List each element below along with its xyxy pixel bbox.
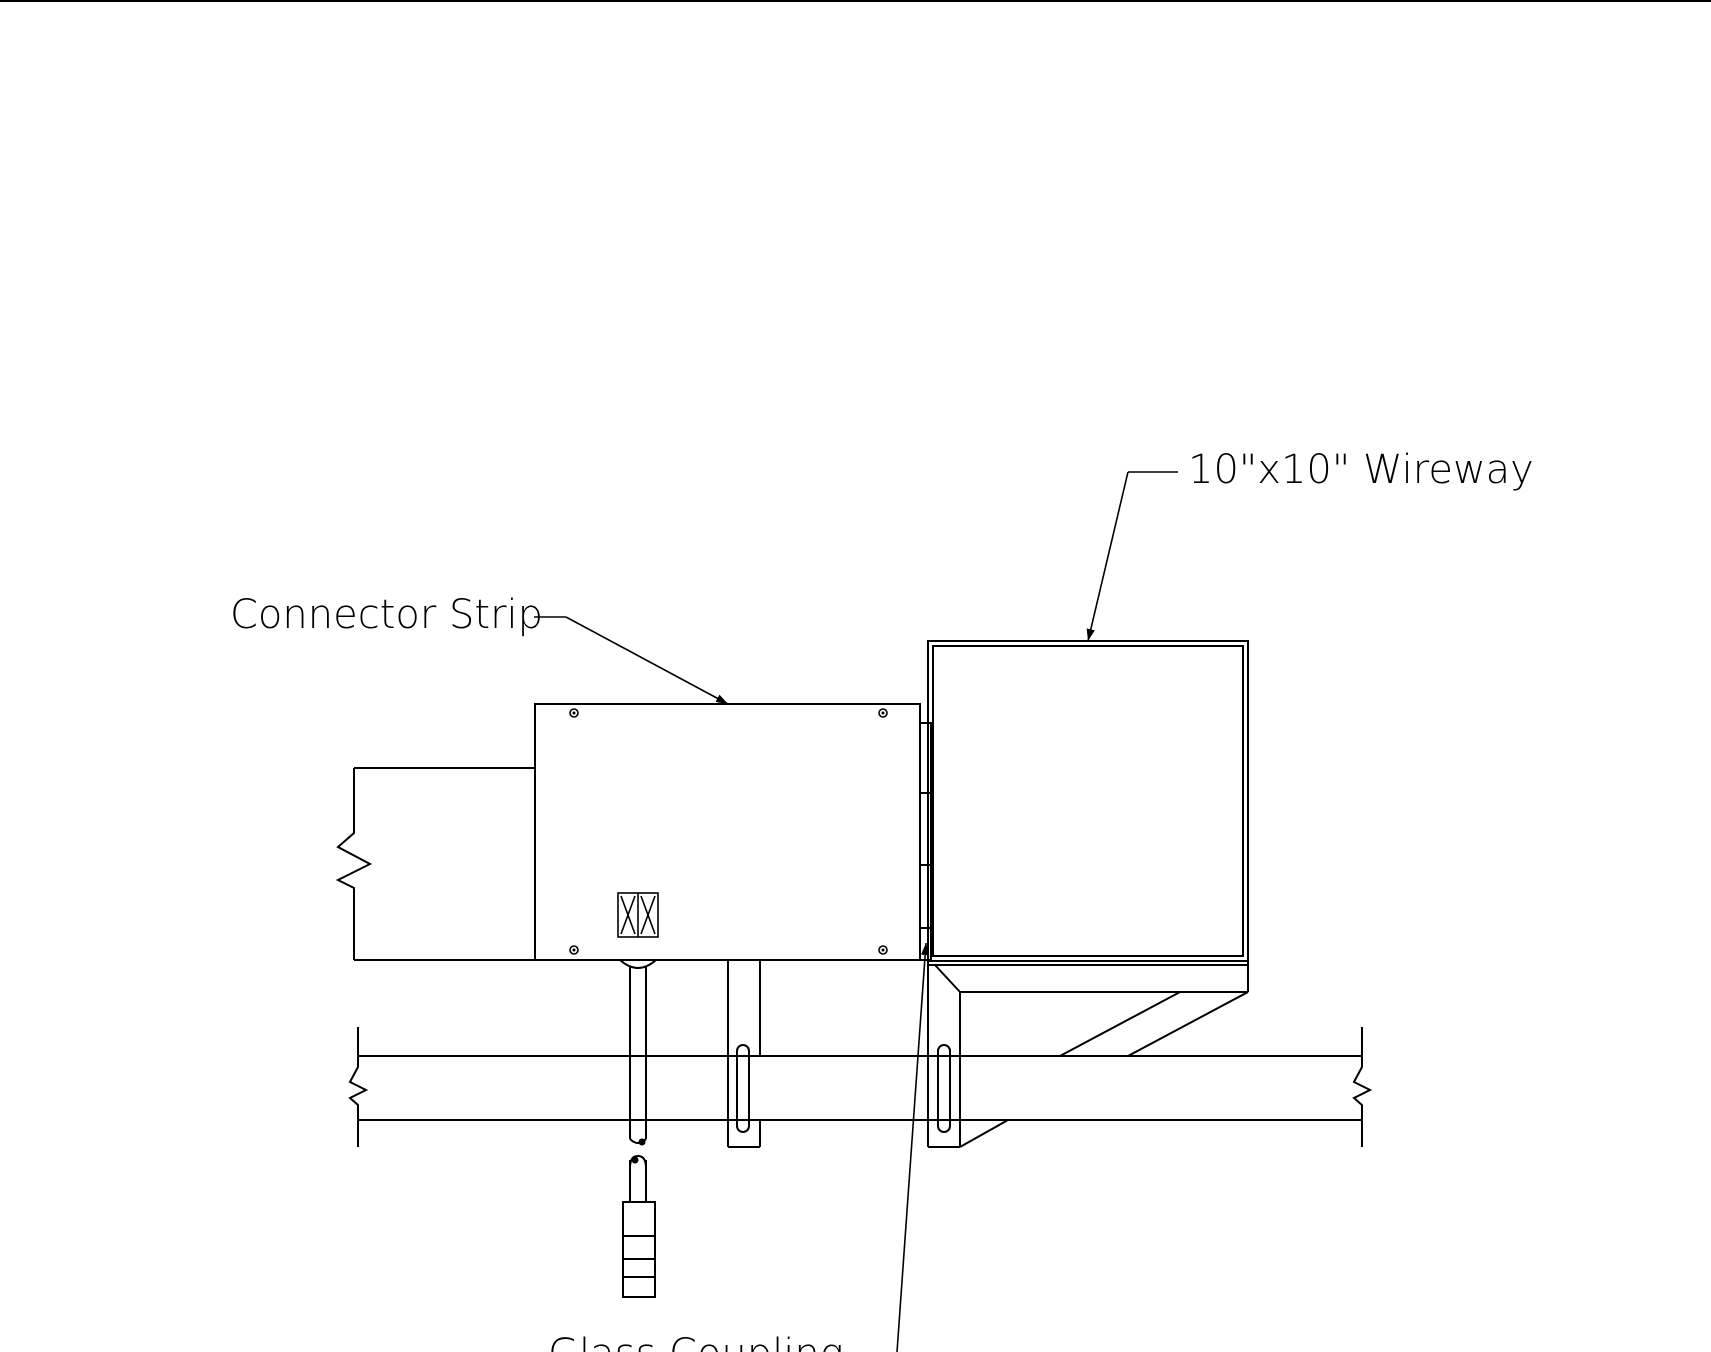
plug-connector bbox=[622, 1201, 656, 1298]
terminal-mark bbox=[617, 892, 659, 938]
cable-drop bbox=[619, 959, 657, 1202]
wireway-leader bbox=[1086, 471, 1178, 642]
support-bracket bbox=[727, 960, 761, 1148]
support-rail bbox=[348, 1027, 1373, 1147]
connector-strip-label: Connector Strip bbox=[230, 592, 543, 638]
screw-icon bbox=[878, 708, 888, 718]
screw-icon bbox=[569, 708, 579, 718]
wireway-label: 10"x10" Wireway bbox=[1188, 447, 1534, 493]
coupling-spacer bbox=[919, 722, 932, 961]
u-bolt-clamp bbox=[937, 1044, 951, 1133]
wireway-bracket bbox=[927, 961, 1249, 1148]
screw-icon bbox=[569, 945, 579, 955]
connector-strip-box bbox=[534, 703, 921, 961]
wireway-box bbox=[927, 640, 1249, 962]
glass-coupling-label: Glass Coupling bbox=[548, 1331, 844, 1352]
glass-coupling-leader bbox=[896, 942, 930, 1352]
connector-strip-leader bbox=[534, 616, 729, 705]
u-bolt-clamp bbox=[736, 1044, 750, 1133]
screw-icon bbox=[878, 945, 888, 955]
left-section bbox=[335, 767, 535, 961]
